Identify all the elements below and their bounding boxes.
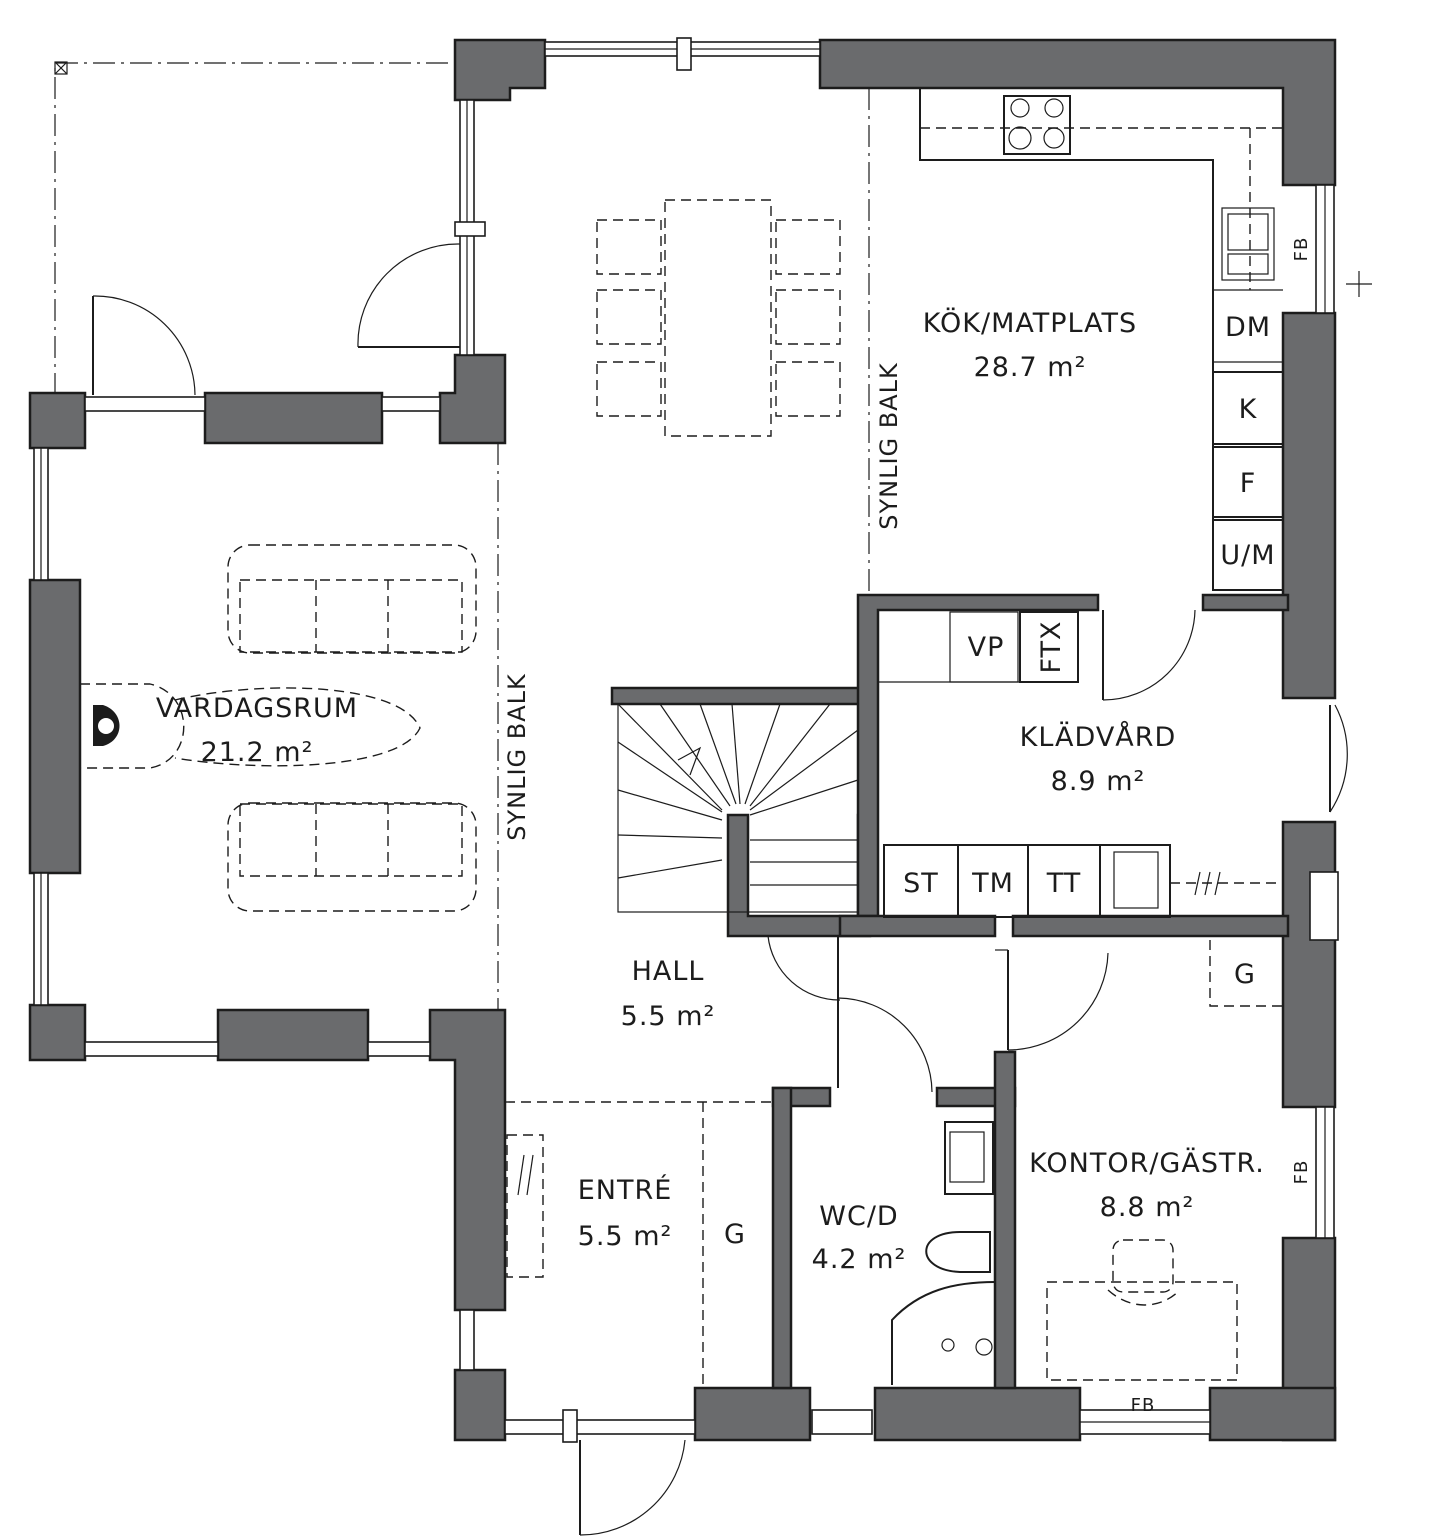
appliance-column — [1212, 371, 1284, 591]
room-wc-area: 4.2 m² — [812, 1244, 907, 1275]
walls — [28, 38, 1337, 1442]
beam-label-right: SYNLIG BALK — [875, 362, 903, 530]
room-office-name: KONTOR/GÄSTR. — [1029, 1147, 1265, 1179]
stove-icon — [1003, 95, 1071, 155]
room-living-area: 21.2 m² — [201, 737, 314, 768]
sofa-top — [227, 544, 477, 654]
appliance-tt-label: TT — [1046, 868, 1082, 899]
appliance-um-label: U/M — [1220, 540, 1275, 571]
staircase — [617, 703, 859, 913]
fb-label-office: FB — [1291, 1160, 1312, 1185]
fb-label-kitchen: FB — [1291, 237, 1312, 262]
appliance-vp-label: VP — [968, 632, 1005, 663]
fireplace-icon — [80, 683, 185, 769]
room-hall-name: HALL — [632, 956, 705, 987]
terrace-outline — [54, 61, 455, 395]
rug-outline — [174, 687, 421, 767]
sofa-bottom — [227, 802, 477, 912]
room-kitchen-area: 28.7 m² — [974, 352, 1087, 383]
room-wc-name: WC/D — [819, 1201, 898, 1232]
kitchen-sink-icon — [1221, 207, 1275, 281]
beam-label-left: SYNLIG BALK — [503, 673, 531, 841]
doors — [92, 243, 1348, 1536]
office-wardrobe-label: G — [1234, 959, 1256, 990]
room-kitchen-name: KÖK/MATPLATS — [923, 307, 1137, 339]
appliance-st-label: ST — [903, 868, 939, 899]
appliance-tm-label: TM — [971, 868, 1014, 899]
office-fittings — [1046, 935, 1284, 1381]
room-laundry-name: KLÄDVÅRD — [1020, 721, 1177, 753]
room-entry-area: 5.5 m² — [578, 1221, 673, 1252]
room-laundry-area: 8.9 m² — [1051, 766, 1146, 797]
laundry-fittings — [878, 611, 1283, 918]
entry-wardrobe-label: G — [724, 1219, 746, 1250]
windows — [33, 37, 1372, 1443]
wc-fittings — [891, 1121, 996, 1385]
room-entry-name: ENTRÉ — [578, 1174, 673, 1206]
entry-fittings — [505, 1101, 773, 1388]
dining-table — [596, 199, 841, 437]
room-living-name: VARDAGSRUM — [156, 693, 358, 724]
appliance-f-label: F — [1240, 468, 1257, 499]
fb-label-bottom: FB — [1131, 1395, 1156, 1416]
room-office-area: 8.8 m² — [1100, 1192, 1195, 1223]
appliance-dm-label: DM — [1225, 312, 1271, 343]
appliance-k-label: K — [1239, 394, 1258, 425]
appliance-ftx-label: FTX — [1036, 620, 1067, 673]
room-hall-area: 5.5 m² — [621, 1001, 716, 1032]
